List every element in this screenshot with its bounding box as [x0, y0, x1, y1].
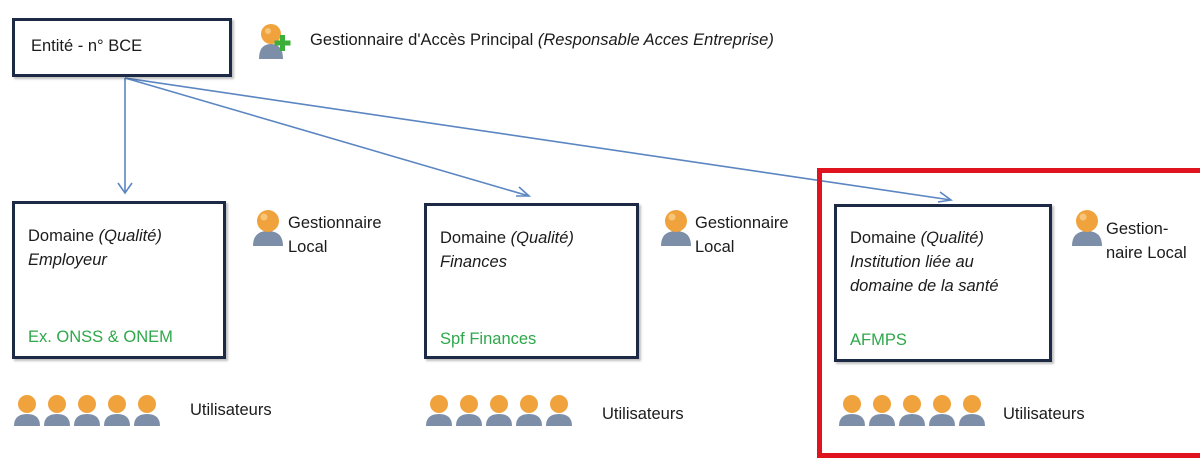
highlight-frame: [817, 168, 1200, 458]
connector-arrows: [117, 77, 954, 203]
domain-code: Spf Finances: [440, 330, 537, 348]
principal-manager-label: Gestionnaire d'Accès Principal (Responsa…: [310, 28, 774, 52]
local-manager-label: Gestion- naire Local: [1106, 217, 1187, 265]
domain-quality: (Qualité): [510, 229, 574, 247]
arrow-to-sante: [124, 77, 952, 201]
domain-quality: (Qualité): [98, 227, 162, 245]
domain-box-finances: Domaine (Qualité) Finances Spf Finances: [424, 203, 639, 359]
user-group-icon: [425, 392, 575, 433]
local-manager-line2: naire Local: [1106, 244, 1187, 262]
local-manager-line1: Gestionnaire: [695, 214, 789, 232]
user-group-icon: [13, 392, 163, 433]
user-icon: [1070, 207, 1104, 252]
domain-quality: (Qualité): [920, 229, 984, 247]
domain-code: AFMPS: [850, 331, 907, 349]
local-manager-line2: Local: [695, 238, 735, 256]
principal-manager-title: Gestionnaire d'Accès Principal: [310, 31, 538, 49]
users-label: Utilisateurs: [602, 405, 684, 423]
domain-box-sante: Domaine (Qualité) Institution liée au do…: [834, 204, 1052, 362]
local-manager-line2: Local: [288, 238, 328, 256]
entity-label: Entité - n° BCE: [31, 37, 143, 55]
entity-box: Entité - n° BCE: [12, 18, 232, 77]
domain-title: Domaine (Qualité) Finances: [440, 226, 574, 274]
user-add-icon: [254, 20, 294, 65]
arrow-to-finances: [124, 77, 530, 197]
local-manager-line1: Gestionnaire: [288, 214, 382, 232]
domain-prefix: Domaine: [850, 229, 921, 247]
domain-title: Domaine (Qualité) Employeur: [28, 224, 162, 272]
domain-prefix: Domaine: [440, 229, 511, 247]
local-manager-label: Gestionnaire Local: [288, 211, 382, 259]
domain-prefix: Domaine: [28, 227, 99, 245]
users-label: Utilisateurs: [1003, 405, 1085, 423]
domain-name: Employeur: [28, 251, 107, 269]
user-group-icon: [838, 392, 988, 433]
domain-name: domaine de la santé: [850, 277, 999, 295]
user-icon: [251, 207, 285, 252]
domain-title: Domaine (Qualité) Institution liée au do…: [850, 226, 999, 298]
users-label: Utilisateurs: [190, 401, 272, 419]
principal-manager-role: (Responsable Acces Entreprise): [537, 31, 774, 49]
local-manager-label: Gestionnaire Local: [695, 211, 789, 259]
domain-box-employeur: Domaine (Qualité) Employeur Ex. ONSS & O…: [12, 201, 226, 359]
domain-name: Institution liée au: [850, 253, 974, 271]
domain-name: Finances: [440, 253, 507, 271]
domain-code: Ex. ONSS & ONEM: [28, 328, 173, 346]
local-manager-line1: Gestion-: [1106, 220, 1169, 238]
user-icon: [659, 207, 693, 252]
